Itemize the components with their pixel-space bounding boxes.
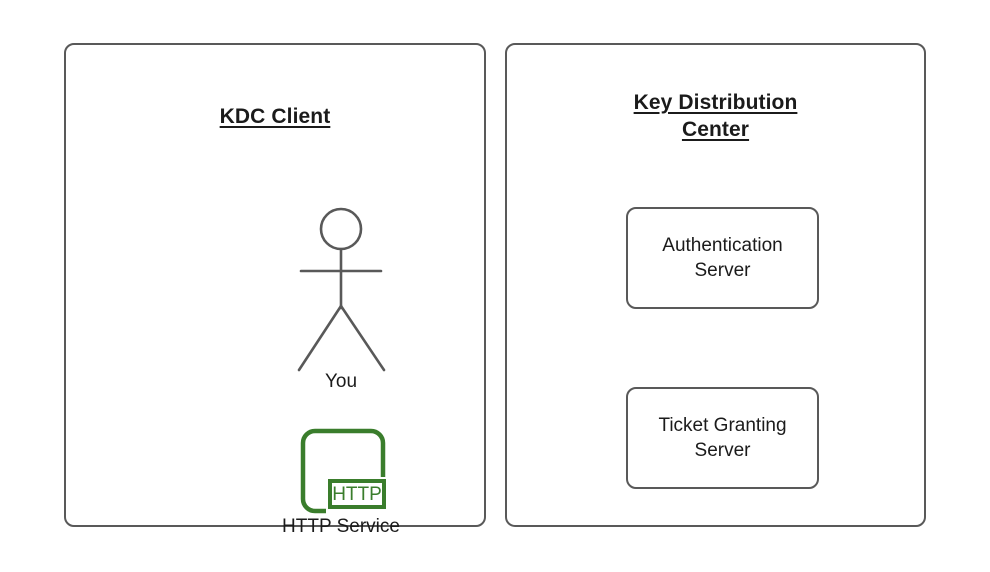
panel-kdc-client-title: KDC Client: [219, 105, 331, 128]
actor-you-label: You: [324, 371, 358, 392]
panel-title-line-1: Key Distribution: [633, 91, 798, 114]
http-service[interactable]: HTTP HTTP Service: [271, 425, 411, 545]
panel-kdc-client[interactable]: KDC Client You: [64, 43, 486, 537]
http-service-label: HTTP Service: [282, 516, 400, 537]
panel-key-distribution-center-title: Key Distribution Center: [507, 89, 924, 143]
actor-you[interactable]: You: [276, 200, 406, 400]
ticket-granting-server-box[interactable]: Ticket Granting Server: [626, 387, 819, 489]
authentication-server-box[interactable]: Authentication Server: [626, 207, 819, 309]
stick-figure-person-icon: [297, 207, 386, 372]
panel-key-distribution-center[interactable]: Key Distribution Center Authentication S…: [505, 43, 926, 527]
authentication-server-label: Authentication Server: [662, 235, 783, 281]
http-badge-text: HTTP: [332, 484, 382, 505]
http-service-icon-wrapper: HTTP: [271, 425, 411, 514]
ticket-granting-server-label: Ticket Granting Server: [658, 415, 787, 461]
panel-title-line-2: Center: [681, 118, 750, 141]
http-service-icon: HTTP: [300, 428, 386, 514]
